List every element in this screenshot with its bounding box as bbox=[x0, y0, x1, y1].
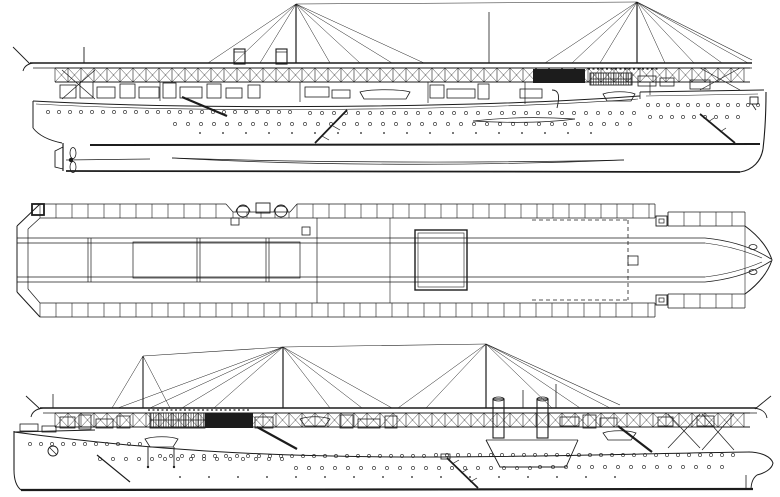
flight-deck-plan-view bbox=[16, 202, 773, 318]
lower-profile-view bbox=[13, 343, 774, 492]
upper-profile-view bbox=[12, 1, 767, 173]
